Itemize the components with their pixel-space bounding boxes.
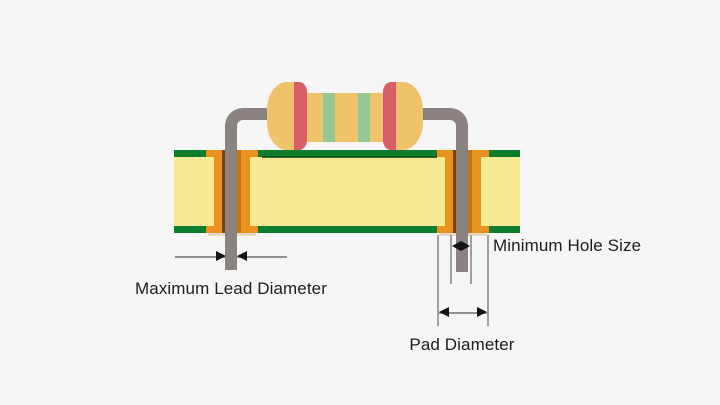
dim-line — [439, 312, 487, 314]
resistor — [267, 82, 423, 150]
resistor-band-green-1 — [323, 93, 335, 142]
label-pad-diameter: Pad Diameter — [409, 335, 515, 354]
extension-line-left — [437, 235, 439, 326]
dim-line-left — [175, 256, 225, 258]
solder-mask-shadow-line — [262, 156, 437, 158]
resistor-band-red-right — [383, 82, 396, 150]
hole-barrel-left-wall — [453, 150, 457, 233]
arrowhead-right-icon — [461, 241, 470, 251]
resistor-body — [307, 93, 383, 142]
arrowhead-left-icon — [237, 251, 247, 261]
pad-ring-outer — [214, 150, 223, 233]
pad-ring-inner — [241, 150, 250, 233]
resistor-band-red-left — [294, 82, 307, 150]
label-min-hole-size: Minimum Hole Size — [493, 236, 642, 255]
extension-line-right — [487, 235, 489, 326]
label-max-lead-diameter: Maximum Lead Diameter — [135, 279, 327, 298]
extension-line-left — [450, 235, 452, 284]
lead-left — [225, 108, 280, 270]
pad-ring-inner — [472, 150, 481, 233]
hole-barrel-right-wall — [237, 150, 241, 233]
resistor-cap-left — [267, 82, 307, 150]
lead-right — [413, 108, 468, 272]
solder-mask-bottom — [174, 226, 520, 233]
dim-line-right — [237, 256, 287, 258]
hole-barrel-left-wall — [222, 150, 226, 233]
arrowhead-left-icon — [439, 307, 449, 317]
arrowhead-right-icon — [477, 307, 487, 317]
arrowhead-right-icon — [216, 251, 226, 261]
hole-barrel-right-wall — [468, 150, 472, 233]
resistor-band-green-2 — [358, 93, 370, 142]
solder-mask-top — [174, 150, 520, 157]
pad-ring-outer — [445, 150, 454, 233]
resistor-cap-right — [383, 82, 423, 150]
arrowhead-left-icon — [452, 241, 461, 251]
extension-line-right — [470, 235, 472, 284]
